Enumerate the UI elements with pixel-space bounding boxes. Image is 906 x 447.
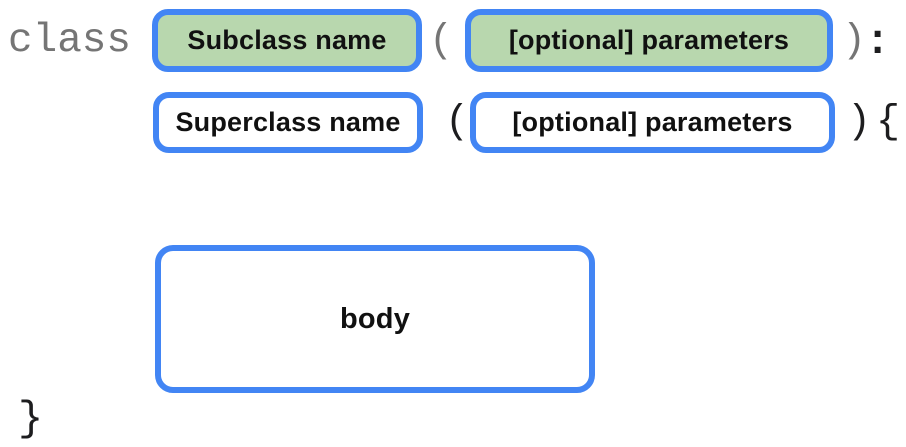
close-brace: } xyxy=(18,395,44,443)
inheritance-colon-operator: : xyxy=(865,18,891,66)
constructor-parameters-box: [optional] parameters xyxy=(465,9,833,72)
open-brace: { xyxy=(876,100,901,145)
line1-open-paren: ( xyxy=(429,19,454,64)
superclass-name-label: Superclass name xyxy=(175,107,401,137)
line2-close-paren: ) xyxy=(847,100,872,145)
body-box: body xyxy=(155,245,595,393)
superclass-parameters-box: [optional] parameters xyxy=(470,92,835,153)
line1-close-paren: ) xyxy=(842,19,867,64)
subclass-name-label: Subclass name xyxy=(187,25,387,55)
line2-open-paren: ( xyxy=(445,100,470,145)
superclass-parameters-label: [optional] parameters xyxy=(512,107,793,137)
body-label: body xyxy=(339,302,411,335)
superclass-name-box: Superclass name xyxy=(153,92,423,153)
subclass-name-box: Subclass name xyxy=(152,9,422,72)
class-keyword: class xyxy=(8,18,132,64)
constructor-parameters-label: [optional] parameters xyxy=(508,25,790,55)
